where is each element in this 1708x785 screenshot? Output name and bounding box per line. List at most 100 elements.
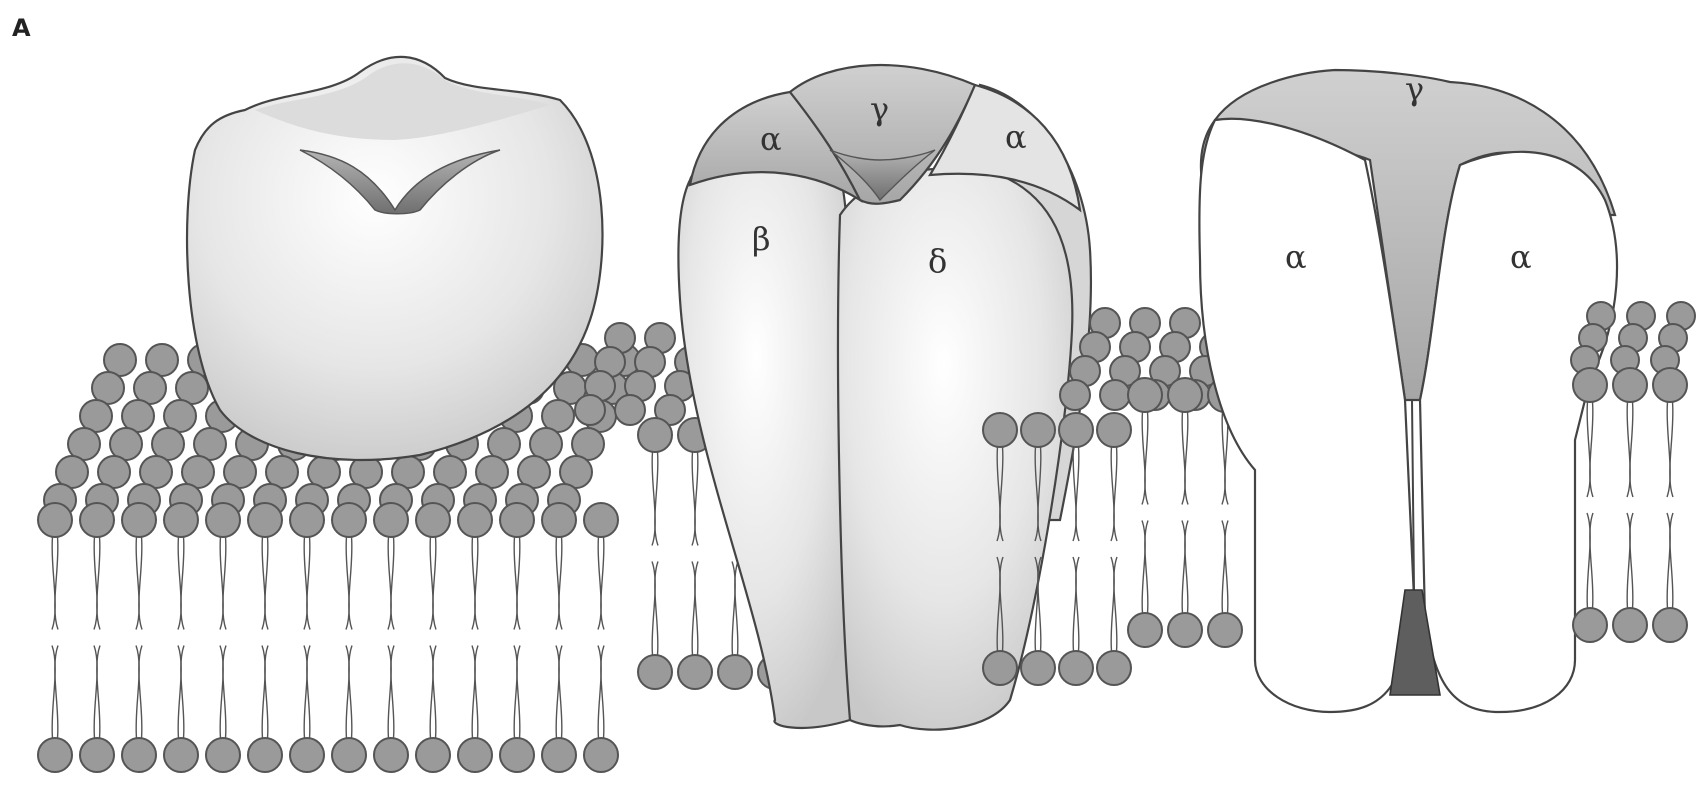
lipid-tail [475,537,478,630]
lipid-tail [349,646,352,739]
lipid-tail [307,646,310,739]
lipid-head [983,413,1017,447]
lipid-tail [1185,412,1188,505]
lipid-head [416,738,450,772]
lipid-tail [181,537,184,630]
lipid-head [1168,378,1202,412]
lipid-tail [1076,447,1079,541]
lipid-head [164,503,198,537]
lipid-head [248,738,282,772]
subunit-label-beta: β [752,220,771,258]
lipid-tail [601,537,604,630]
lipid-head [1097,413,1131,447]
lipid-tail [265,646,268,739]
lipid-head [1208,613,1242,647]
lipid-head [500,738,534,772]
lipid-head [1168,613,1202,647]
receptor-subunit-view: α γ α β δ [678,65,1091,730]
lipid-tail [559,537,562,630]
lipid-tail [181,646,184,739]
lipid-head [248,503,282,537]
lipid-head [638,418,672,452]
lipid-tail [1630,513,1633,608]
lipid-head [206,738,240,772]
lipid-tail [391,537,394,630]
lipid-head [584,503,618,537]
lipid-head [1573,608,1607,642]
lipid-head [290,738,324,772]
lipid-head [584,738,618,772]
lipid-tail [1670,402,1673,497]
lipid-tail [433,537,436,630]
panel-label: A [12,14,31,42]
subunit-label-gamma-top: γ [870,90,889,128]
lipid-head [678,655,712,689]
lipid-head [1128,613,1162,647]
subunit-label-gamma-cross: γ [1405,70,1424,108]
lipid-tail [433,646,436,739]
lipid-head [1653,368,1687,402]
lipid-head [638,655,672,689]
lipid-tail [475,646,478,739]
lipid-head [332,738,366,772]
lipid-head [1021,651,1055,685]
lipid-tail [307,537,310,630]
lipid-tail [695,452,698,546]
lipid-head [38,503,72,537]
lipid-tail [1590,513,1593,608]
lipid-tail [139,646,142,739]
subunit-label-delta: δ [928,242,947,280]
lipid-head [1573,368,1607,402]
lipid-head [122,738,156,772]
lipid-tail [655,562,658,656]
lipid-tail [223,646,226,739]
lipid-tail [97,646,100,739]
lipid-head [206,503,240,537]
lipid-tail [349,537,352,630]
lipid-tail [655,452,658,546]
lipid-tail [139,537,142,630]
subunit-label-alpha-left: α [760,120,782,158]
lipid-head [374,738,408,772]
lipid-head [542,738,576,772]
lipid-head [122,503,156,537]
receptor-cross-section: γ α α [1199,70,1617,712]
lipid-tail [1670,513,1673,608]
lipid-head [80,503,114,537]
lipid-tail [1114,447,1117,541]
lipid-head [332,503,366,537]
lipid-head [1613,368,1647,402]
lipid-tail [55,646,58,739]
lipid-head [164,738,198,772]
lipid-head [1059,413,1093,447]
lipid-bilayer-far-right [1571,302,1695,642]
lipid-tail [1076,557,1079,651]
lipid-head [38,738,72,772]
subunit-label-alpha-right: α [1005,118,1027,156]
lipid-head [1060,380,1090,410]
lipid-head [1613,608,1647,642]
lipid-head [1653,608,1687,642]
lipid-head [416,503,450,537]
lipid-tail [559,646,562,739]
lipid-head [458,503,492,537]
lipid-head [1021,413,1055,447]
lipid-tail [1114,557,1117,651]
lipid-tail [1630,402,1633,497]
lipid-head [542,503,576,537]
lipid-tail [1145,412,1148,505]
lipid-head [374,503,408,537]
lipid-tail [97,537,100,630]
lipid-head [575,395,605,425]
lipid-tail [55,537,58,630]
lipid-tail [391,646,394,739]
lipid-head [500,503,534,537]
lipid-tail [517,646,520,739]
lipid-head [1100,380,1130,410]
lipid-head [458,738,492,772]
lipid-head [1059,651,1093,685]
lipid-head [615,395,645,425]
lipid-head [290,503,324,537]
lipid-tail [1225,521,1228,614]
lipid-head [983,651,1017,685]
